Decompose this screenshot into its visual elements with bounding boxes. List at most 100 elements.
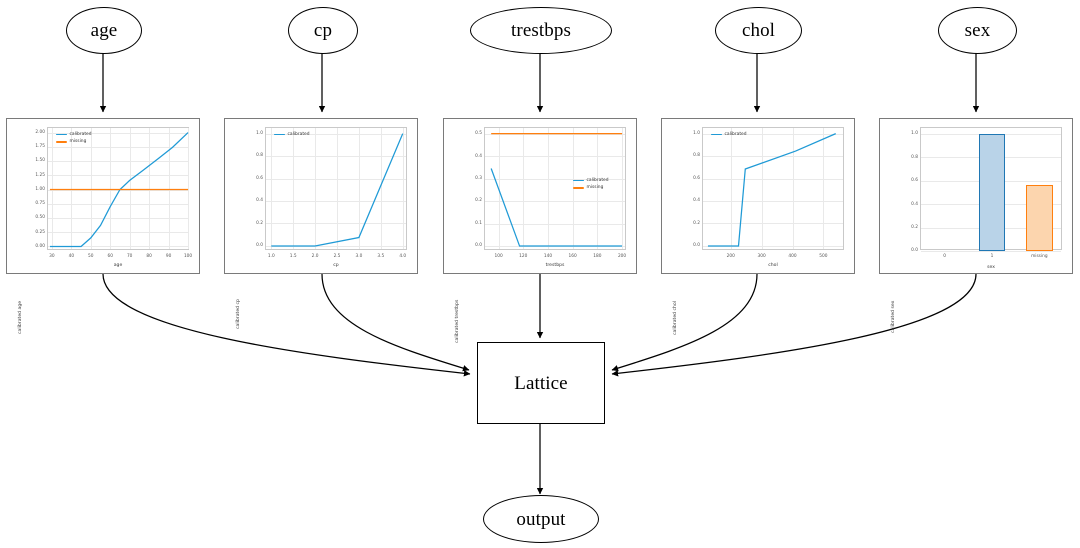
y-tick-label: 0.8 — [256, 153, 263, 159]
x-tick-label: 160 — [568, 253, 577, 259]
legend-chol: calibrated — [711, 132, 747, 137]
axis-label-y-chol: calibrated chol — [673, 300, 678, 335]
y-tick-label: 0.6 — [911, 178, 918, 184]
node-lattice[interactable]: Lattice — [477, 342, 605, 424]
x-tick-label: 4.0 — [399, 253, 407, 259]
bar-missing[interactable] — [1026, 185, 1053, 251]
gridline-vertical — [129, 128, 131, 249]
axis-label-x-chol: chol — [768, 263, 778, 268]
legend-age: calibrated missing — [56, 132, 92, 144]
y-tick-label: 0.25 — [35, 229, 45, 235]
y-tick-label: 0.2 — [911, 224, 918, 230]
node-output-label: output — [516, 508, 566, 530]
gridline-horizontal — [266, 178, 406, 180]
gridline-vertical — [271, 128, 273, 249]
x-tick-label: 0 — [943, 253, 947, 259]
x-tick-label: 1.5 — [289, 253, 297, 259]
legend-item-calibrated: calibrated — [56, 132, 92, 137]
gridline-horizontal — [48, 217, 188, 219]
x-tick-label: missing — [1031, 253, 1048, 259]
gridline-vertical — [597, 128, 599, 249]
gridline-horizontal — [703, 156, 843, 158]
gridline-vertical — [547, 128, 549, 249]
x-tick-label: 60 — [107, 253, 113, 259]
legend-item-missing: missing — [56, 139, 92, 144]
x-tick-label: 30 — [49, 253, 55, 259]
gridline-vertical — [402, 128, 404, 249]
gridline-horizontal — [48, 246, 188, 248]
node-age[interactable]: age — [66, 7, 142, 54]
y-tick-label: 1.00 — [35, 186, 45, 192]
x-tick-label: 120 — [519, 253, 528, 259]
y-tick-label: 1.0 — [256, 131, 263, 137]
node-cp[interactable]: cp — [288, 7, 358, 54]
legend-swatch-calibrated — [573, 179, 584, 182]
series-layer — [49, 132, 189, 248]
legend-label-calibrated: calibrated — [69, 132, 92, 137]
bar-1[interactable] — [978, 133, 1006, 251]
series-line-calibrated — [271, 133, 404, 247]
x-tick-label: 1 — [990, 253, 994, 259]
gridline-horizontal — [48, 161, 188, 163]
series-layer — [707, 133, 836, 247]
gridline-vertical — [380, 128, 382, 249]
y-tick-label: 0.00 — [35, 243, 45, 249]
edge-cp-plot-to-lattice — [321, 273, 470, 372]
y-tick-label: 0.4 — [475, 153, 482, 159]
gridline-vertical — [823, 128, 825, 249]
gridline-vertical — [71, 128, 73, 249]
axis-label-y-cp: calibrated cp — [236, 299, 241, 329]
node-age-label: age — [90, 20, 118, 41]
legend-swatch-calibrated — [711, 133, 722, 136]
legend-label-calibrated: calibrated — [586, 178, 609, 183]
y-tick-label: 0.5 — [475, 131, 482, 137]
y-tick-label: 0.50 — [35, 215, 45, 221]
gridline-vertical — [110, 128, 112, 249]
y-tick-label: 0.4 — [256, 198, 263, 204]
axis-label-y-age: calibrated age — [18, 300, 23, 334]
y-tick-label: 0.0 — [475, 243, 482, 249]
legend-swatch-calibrated — [56, 133, 67, 136]
x-tick-label: 80 — [146, 253, 152, 259]
gridline-horizontal — [703, 133, 843, 135]
y-tick-label: 2.00 — [35, 129, 45, 135]
edge-chol-plot-to-lattice — [611, 273, 758, 372]
gridline-horizontal — [266, 133, 406, 135]
edge-age-plot-to-lattice — [102, 273, 471, 377]
gridline-vertical — [337, 128, 338, 249]
y-tick-label: 1.50 — [35, 158, 45, 164]
y-tick-label: 1.0 — [693, 131, 700, 137]
y-tick-label: 1.25 — [35, 172, 45, 178]
node-chol[interactable]: chol — [715, 7, 802, 54]
node-sex[interactable]: sex — [938, 7, 1017, 54]
legend-label-missing: missing — [69, 139, 87, 145]
gridline-horizontal — [266, 223, 406, 225]
y-tick-label: 0.6 — [256, 175, 263, 181]
gridline-vertical — [149, 128, 151, 249]
gridline-vertical — [90, 128, 92, 249]
gridline-vertical — [188, 128, 190, 249]
y-tick-label: 0.8 — [693, 153, 700, 159]
x-tick-label: 40 — [68, 253, 75, 259]
node-trestbps[interactable]: trestbps — [470, 7, 612, 54]
series-layer — [271, 133, 404, 247]
x-tick-label: 180 — [593, 253, 602, 259]
gridline-vertical — [315, 128, 317, 249]
y-tick-label: 0.75 — [35, 201, 45, 207]
x-tick-label: 500 — [819, 253, 828, 259]
y-tick-label: 0.6 — [693, 175, 700, 181]
series-line-calibrated — [707, 133, 836, 247]
gridline-horizontal — [703, 245, 843, 247]
node-output[interactable]: output — [483, 495, 599, 543]
x-tick-label: 100 — [183, 253, 193, 259]
